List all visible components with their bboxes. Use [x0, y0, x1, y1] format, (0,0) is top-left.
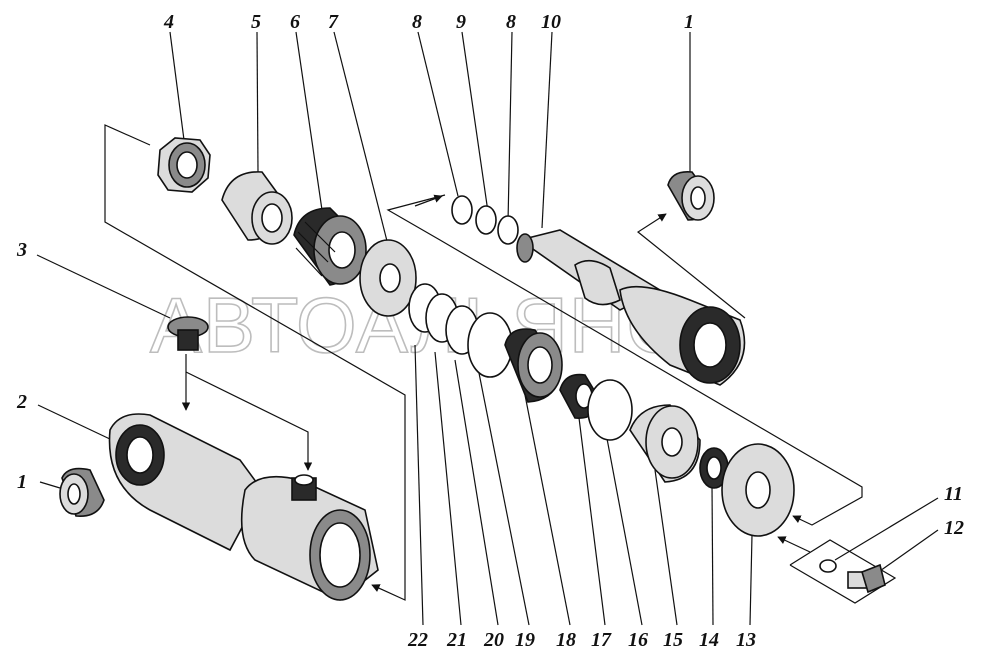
part-bolt-washer — [819, 559, 886, 594]
callout-12: 12 — [944, 517, 964, 539]
callout-5: 5 — [251, 11, 261, 33]
part-breather — [167, 316, 209, 351]
part-small-rings — [451, 195, 519, 245]
part-bushing — [221, 171, 293, 245]
part-bearing-left — [59, 467, 105, 517]
assembly-guide-lines — [104, 124, 897, 604]
part-seal-rings — [408, 283, 513, 378]
callout-1-top: 1 — [684, 11, 694, 33]
callout-10: 10 — [541, 11, 561, 33]
callout-18: 18 — [556, 629, 576, 651]
callout-2: 2 — [16, 391, 27, 413]
callout-21: 21 — [446, 629, 467, 651]
part-hex-nut — [157, 137, 211, 193]
callout-22: 22 — [407, 629, 428, 651]
callout-19: 19 — [515, 629, 535, 651]
part-cylinder-body — [108, 413, 379, 601]
callout-numbers: 4 5 6 7 8 9 8 10 1 3 2 1 11 12 22 21 20 … — [16, 11, 964, 651]
part-o-ring — [587, 379, 633, 441]
part-cylinder-head — [504, 328, 563, 403]
callout-3: 3 — [16, 239, 27, 261]
part-piston — [293, 207, 367, 286]
leader-lines — [36, 31, 939, 626]
callout-9: 9 — [456, 11, 466, 33]
callout-4: 4 — [163, 11, 174, 33]
callout-1-left: 1 — [17, 471, 27, 493]
callout-20: 20 — [483, 629, 504, 651]
callout-8-right: 8 — [506, 11, 516, 33]
callout-8-left: 8 — [412, 11, 422, 33]
callout-11: 11 — [944, 483, 963, 505]
part-threaded-cap — [629, 404, 701, 483]
part-flange-plate — [721, 443, 795, 537]
part-bearing-top — [667, 170, 715, 221]
callout-17: 17 — [591, 629, 612, 651]
callout-13: 13 — [736, 629, 756, 651]
callout-7: 7 — [328, 11, 339, 33]
callout-16: 16 — [628, 629, 648, 651]
part-washer-large — [359, 239, 417, 317]
part-wiper-seal — [699, 447, 729, 489]
callout-15: 15 — [663, 629, 683, 651]
callout-14: 14 — [699, 629, 719, 651]
callout-6: 6 — [290, 11, 300, 33]
part-rod-eye — [619, 285, 746, 386]
